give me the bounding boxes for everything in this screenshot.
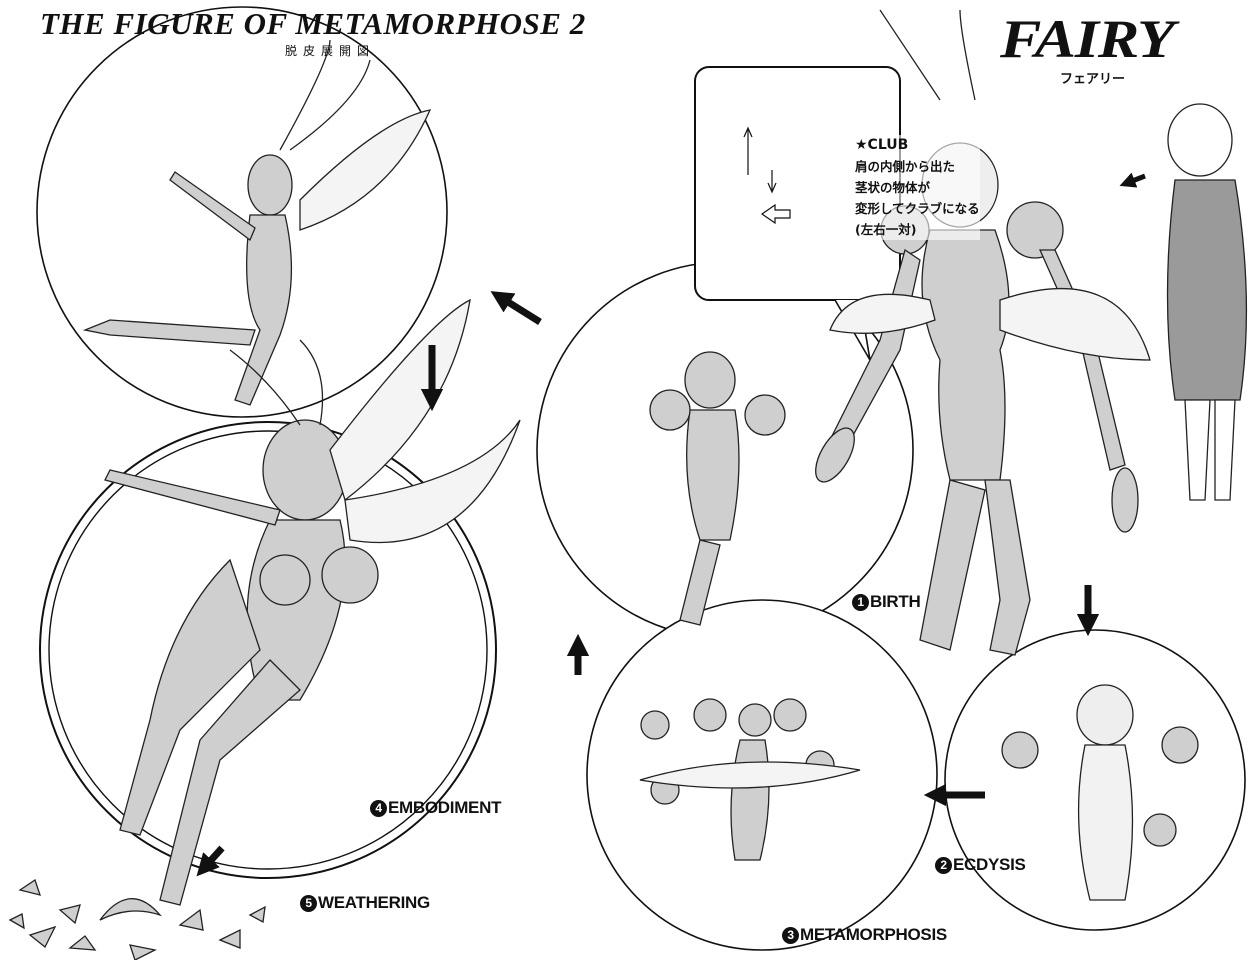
stage-label: METAMORPHOSIS <box>800 925 947 944</box>
stage-label: WEATHERING <box>318 893 430 912</box>
stage-number: 4 <box>370 800 387 817</box>
fairy-logo-kana: フェアリー <box>1060 72 1126 87</box>
inset-hollow-arrow <box>760 203 791 225</box>
page-subtitle: 脱皮展開図 <box>285 44 376 58</box>
stage-number: 1 <box>852 594 869 611</box>
stage-label: ECDYSIS <box>953 855 1026 874</box>
stage-label: BIRTH <box>870 592 921 611</box>
club-note-line: 変形してクラブになる <box>855 201 980 216</box>
club-note-line: (左右一対) <box>855 222 917 237</box>
club-note: ★CLUB 肩の内側から出た 茎状の物体が 変形してクラブになる (左右一対) <box>855 135 980 240</box>
arrow-up-left <box>490 291 542 325</box>
page-title: THE FIGURE OF METAMORPHOSE 2 <box>40 6 586 41</box>
hoop-ring <box>39 421 497 879</box>
club-note-heading: ★CLUB <box>855 137 909 153</box>
stage-label: EMBODIMENT <box>388 798 502 817</box>
stage-number: 2 <box>935 857 952 874</box>
embodiment-upper-circle <box>36 6 448 418</box>
inset-up-arrow <box>743 126 753 175</box>
club-note-line: 肩の内側から出た <box>855 159 956 174</box>
stage-number: 3 <box>782 927 799 944</box>
inset-down-arrow <box>767 170 777 194</box>
fairy-logo: FAIRY <box>1000 9 1175 69</box>
club-note-line: 茎状の物体が <box>855 180 931 195</box>
arrow-down-left <box>196 845 225 877</box>
stage-number: 5 <box>300 895 317 912</box>
arrow-girl <box>1119 172 1146 188</box>
